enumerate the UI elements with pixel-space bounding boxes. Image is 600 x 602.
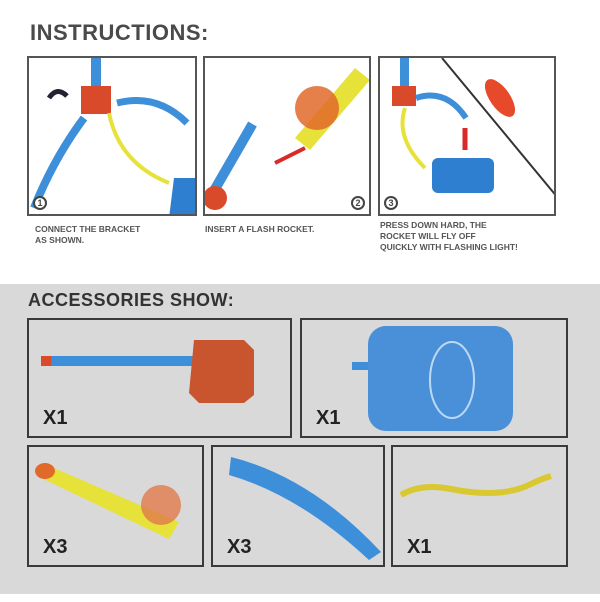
step-1-illustration xyxy=(30,58,195,214)
step-1-caption: CONNECT THE BRACKET AS SHOWN. xyxy=(35,224,141,245)
accessories-title: ACCESSORIES SHOW: xyxy=(28,290,235,310)
accessory-bracket-leg: X3 xyxy=(211,445,385,567)
quantity-label: X3 xyxy=(43,536,68,558)
quantity-label: X1 xyxy=(316,407,341,429)
step-3-illustration xyxy=(392,58,554,195)
accessory-launch-tube: X1 xyxy=(27,318,292,438)
step-number-badge: 3 xyxy=(384,196,398,210)
instructions-title: INSTRUCTIONS: xyxy=(30,20,209,45)
foot-pump-image xyxy=(352,326,513,431)
step-3-caption: PRESS DOWN HARD, THE ROCKET WILL FLY OFF… xyxy=(380,220,518,252)
quantity-label: X1 xyxy=(43,407,68,429)
launch-tube-image xyxy=(41,340,254,403)
step-2-panel: 2 xyxy=(203,56,371,216)
air-hose-image xyxy=(399,473,552,498)
step-number-badge: 1 xyxy=(33,196,47,210)
step-2-caption: INSERT A FLASH ROCKET. xyxy=(205,224,315,234)
accessory-foot-pump: X1 xyxy=(300,318,568,438)
accessory-flash-rocket: X3 xyxy=(27,445,204,567)
accessory-air-hose: X1 xyxy=(391,445,568,567)
quantity-label: X1 xyxy=(407,536,432,558)
step-2-illustration xyxy=(205,68,369,210)
step-1-panel: 1 xyxy=(27,56,197,216)
flash-rocket-image xyxy=(35,463,181,539)
step-3-panel: 3 xyxy=(378,56,556,216)
quantity-label: X3 xyxy=(227,536,252,558)
accessories-section: ACCESSORIES SHOW: X1 X1 X3 X3 xyxy=(0,284,600,594)
bracket-leg-image xyxy=(229,457,381,560)
step-number-badge: 2 xyxy=(351,196,365,210)
